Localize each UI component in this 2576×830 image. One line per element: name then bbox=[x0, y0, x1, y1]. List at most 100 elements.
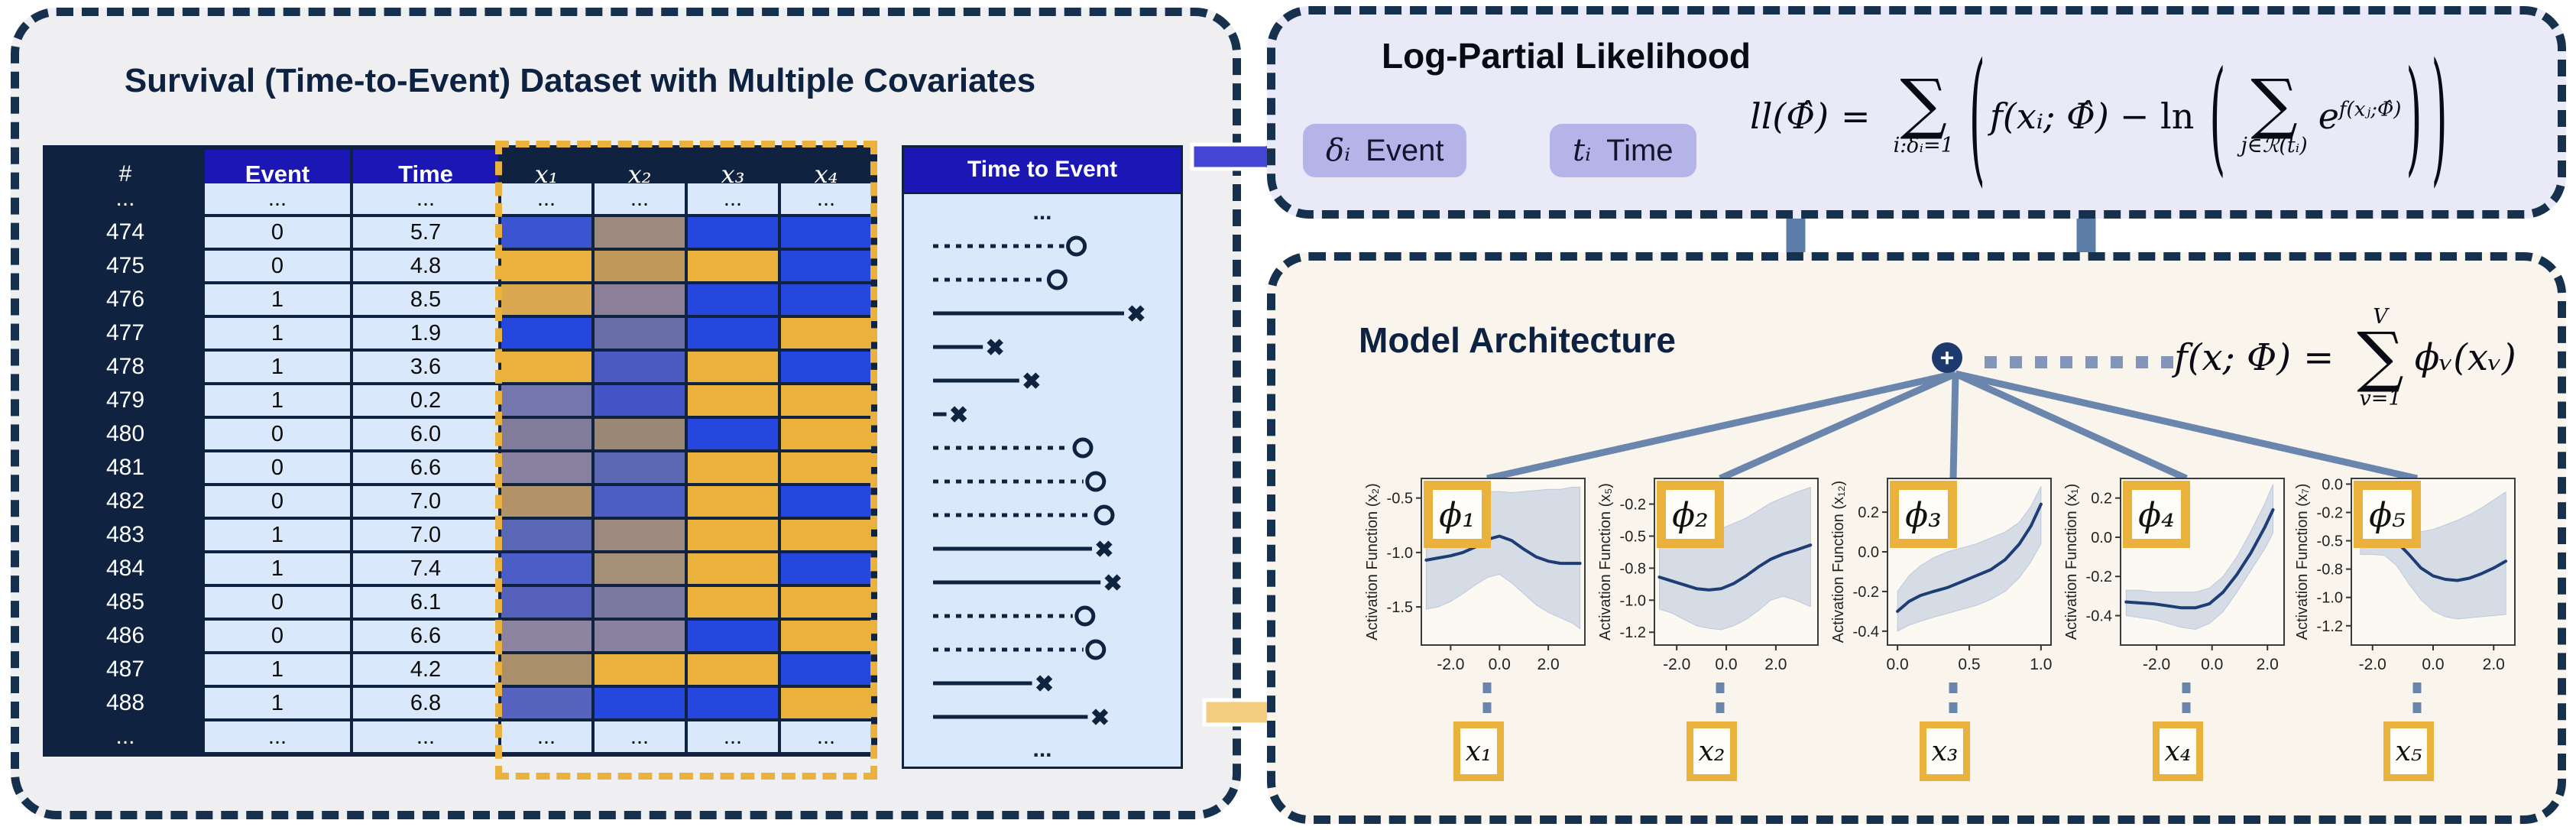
row-number-cell: 484 bbox=[105, 556, 145, 581]
x-tick-label: 0.0 bbox=[2422, 656, 2444, 673]
event-cell: 0 bbox=[205, 621, 350, 651]
covariate-cell bbox=[688, 251, 778, 281]
x-tick-label: 0.0 bbox=[2201, 656, 2223, 673]
likelihood-title: Log-Partial Likelihood bbox=[1382, 36, 1751, 76]
x-tick-label: -2.0 bbox=[1663, 656, 1690, 673]
x-tick-label: 0.0 bbox=[1489, 656, 1511, 673]
likelihood-panel bbox=[1267, 6, 2566, 219]
event-cell: 1 bbox=[205, 520, 350, 550]
row-number-cell: 485 bbox=[105, 589, 145, 614]
tte-event-row: ✖ bbox=[904, 330, 1181, 364]
censored-circle-marker bbox=[1085, 471, 1107, 491]
tte-ellipsis-row: ... bbox=[1032, 199, 1052, 225]
covariate-cell bbox=[781, 520, 871, 550]
open-paren-outer: ( bbox=[1968, 31, 1985, 201]
event-line: ✖ bbox=[933, 369, 1041, 394]
y-tick-label: -0.8 bbox=[2317, 562, 2343, 579]
y-tick-label: -1.5 bbox=[1387, 599, 1413, 616]
covariate-cell bbox=[781, 318, 871, 349]
covariate-cell bbox=[595, 251, 685, 281]
time-cell: 5.7 bbox=[353, 217, 498, 248]
covariate-cell bbox=[781, 419, 871, 449]
covariate-cell bbox=[501, 419, 591, 449]
event-cell: 0 bbox=[205, 251, 350, 281]
phi-label-box bbox=[2123, 481, 2190, 548]
tte-event-row: ✖ bbox=[904, 700, 1181, 734]
x-tick-label: -2.0 bbox=[1437, 656, 1464, 673]
tte-censored-row bbox=[904, 599, 1181, 633]
row-number-cell: 486 bbox=[105, 623, 145, 648]
event-cell: 1 bbox=[205, 352, 350, 382]
plus-icon: + bbox=[1939, 343, 1955, 371]
covariate-cell bbox=[781, 587, 871, 618]
close-paren-inner: ) bbox=[2406, 44, 2422, 189]
likelihood-formula: ll(Φ̂) = ∑ i:δᵢ=1 ( f(xᵢ; Φ̂) − ln ( ∑ j… bbox=[1750, 32, 2452, 201]
y-tick-label: -0.2 bbox=[2317, 504, 2343, 521]
event-x-marker: ✖ bbox=[986, 336, 1005, 361]
x-tick-label: 2.0 bbox=[2257, 656, 2279, 673]
covariate-cell: ... bbox=[781, 721, 871, 752]
tte-event-row: ✖ bbox=[904, 364, 1181, 397]
node-fan-line-3 bbox=[1949, 373, 1959, 479]
censored-line bbox=[933, 471, 1107, 491]
covariate-cell bbox=[501, 452, 591, 483]
covariate-cell bbox=[595, 284, 685, 315]
activation-curve bbox=[1896, 502, 2043, 613]
phi-label-box bbox=[1424, 481, 1491, 548]
phi-label-3: ϕ₃ bbox=[1905, 496, 1942, 535]
covariate-cell bbox=[595, 621, 685, 651]
tte-event-row: ✖ bbox=[904, 666, 1181, 700]
event-line: ✖ bbox=[933, 537, 1114, 563]
row-number-cell: 480 bbox=[105, 421, 145, 446]
time-cell: 0.2 bbox=[353, 385, 498, 416]
formula-equals: = bbox=[1841, 96, 1871, 137]
time-cell: 7.0 bbox=[353, 486, 498, 517]
event-cell: 1 bbox=[205, 284, 350, 315]
model-formula-term: ϕᵥ(xᵥ) bbox=[2414, 336, 2516, 379]
covariate-cell bbox=[688, 284, 778, 315]
tte-censored-row bbox=[904, 229, 1181, 263]
time-cell: ... bbox=[353, 183, 498, 214]
phi-label-box bbox=[1890, 481, 1957, 548]
phi-label-1: ϕ₁ bbox=[1439, 496, 1476, 535]
covariate-cell bbox=[688, 621, 778, 651]
censored-circle-marker bbox=[1072, 437, 1094, 458]
x-tick-label: 2.0 bbox=[2483, 656, 2505, 673]
censored-line bbox=[933, 269, 1068, 290]
time-cell: 7.0 bbox=[353, 520, 498, 550]
tte-ellipsis-row: ... bbox=[1032, 737, 1052, 763]
node-fan-line-1 bbox=[1486, 370, 1956, 482]
event-line: ✖ bbox=[933, 672, 1054, 697]
model-sum-upper: V bbox=[2373, 304, 2388, 329]
y-tick-label: -0.4 bbox=[1853, 624, 1879, 640]
formula-minus-ln: − ln bbox=[2119, 96, 2195, 137]
row-number-cell: ... bbox=[115, 186, 135, 211]
y-tick-label: 0.2 bbox=[2091, 491, 2112, 507]
exp-term: ef(xⱼ;Φ̂) bbox=[2318, 96, 2402, 137]
open-paren-inner: ( bbox=[2209, 44, 2226, 189]
y-tick-label: -0.4 bbox=[2086, 608, 2112, 625]
y-tick-label: -0.5 bbox=[1620, 528, 1646, 545]
y-tick-label: -0.2 bbox=[1853, 584, 1879, 601]
event-badge: δᵢ Event bbox=[1303, 124, 1467, 177]
covariate-cell bbox=[688, 486, 778, 517]
tte-censored-row bbox=[904, 498, 1181, 532]
covariate-cell bbox=[501, 587, 591, 618]
censored-circle-marker bbox=[1046, 269, 1068, 290]
event-x-marker: ✖ bbox=[1094, 537, 1113, 563]
y-tick-label: -1.0 bbox=[1620, 592, 1646, 609]
event-cell: 0 bbox=[205, 419, 350, 449]
node-fan-line-2 bbox=[1719, 370, 1957, 482]
event-cell: 1 bbox=[205, 654, 350, 685]
covariate-cell bbox=[688, 452, 778, 483]
covariate-cell: ... bbox=[781, 183, 871, 214]
covariate-cell bbox=[688, 318, 778, 349]
covariate-cell bbox=[781, 284, 871, 315]
covariate-cell bbox=[688, 654, 778, 685]
row-number-cell: 481 bbox=[105, 455, 145, 480]
row-number-cell: 474 bbox=[105, 219, 145, 245]
event-x-marker: ✖ bbox=[1103, 571, 1123, 596]
covariate-cell bbox=[501, 486, 591, 517]
time-cell: 6.0 bbox=[353, 419, 498, 449]
